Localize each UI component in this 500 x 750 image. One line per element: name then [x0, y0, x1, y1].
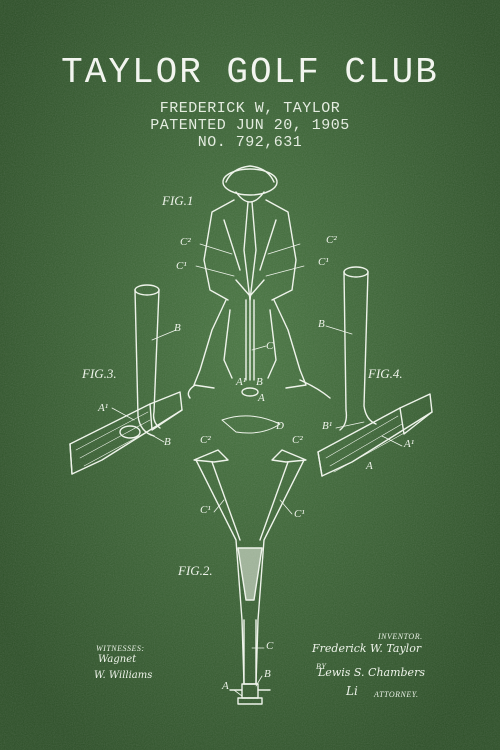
inventor-line: FREDERICK W, TAYLOR — [159, 100, 341, 117]
part-label-b-fig1: B — [256, 376, 263, 388]
part-label-c1-right: C¹ — [318, 256, 329, 268]
poster-title: TAYLOR GOLF CLUB — [61, 52, 439, 93]
part-label-c2-right: C² — [326, 234, 337, 246]
witness-signature-2: W. Williams — [94, 670, 153, 681]
part-label-a-fig4: A — [366, 460, 373, 472]
leader-lines — [111, 243, 403, 697]
inventor-label: INVENTOR. — [378, 632, 423, 641]
part-label-b1-fig4: B¹ — [322, 420, 333, 432]
fig2-label: FIG.2. — [178, 563, 213, 578]
part-label-a-fig1: A — [258, 392, 265, 404]
inventor-signature: Frederick W. Taylor — [312, 642, 422, 655]
attorney-label: ATTORNEY. — [374, 690, 419, 699]
part-label-b-fig3: B — [174, 322, 181, 334]
fig2-yclub-drawing — [193, 449, 307, 705]
fig1-golfer-drawing — [187, 165, 331, 434]
witnesses-label: WITNESSES: — [96, 644, 145, 653]
by-label: BY — [316, 662, 327, 671]
witness-signature-1: Wagnet — [98, 654, 137, 665]
part-label-c2-fig2-right: C² — [292, 434, 303, 446]
part-label-c-fig1: C — [266, 340, 274, 352]
part-label-a1-fig4: A¹ — [404, 438, 415, 450]
part-label-c2-left: C² — [180, 236, 191, 248]
part-label-b-fig2: B — [264, 668, 271, 680]
attorney-signature: Lewis S. Chambers — [318, 666, 425, 679]
fig4-label: FIG.4. — [368, 366, 403, 381]
part-label-a1-fig1: A¹ — [236, 376, 247, 388]
fig1-label: FIG.1 — [162, 193, 194, 208]
part-label-c1-left: C¹ — [176, 260, 187, 272]
fig3-club-drawing — [69, 284, 183, 475]
part-label-c-fig2: C — [266, 640, 274, 652]
part-label-b-fig3-toe: B — [164, 436, 171, 448]
part-label-b-fig4: B — [318, 318, 325, 330]
attorney-initials: Li — [346, 684, 358, 698]
part-label-c1-fig2-right: C¹ — [294, 508, 305, 520]
part-label-a1-fig3: A¹ — [98, 402, 109, 414]
patent-number-line: NO. 792,631 — [197, 134, 303, 151]
part-label-d: D — [276, 420, 284, 432]
part-label-a-fig2: A — [222, 680, 229, 692]
part-label-c1-fig2-left: C¹ — [200, 504, 211, 516]
fig3-label: FIG.3. — [82, 366, 117, 381]
part-label-c2-fig2-left: C² — [200, 434, 211, 446]
patent-date-line: PATENTED JUN 20, 1905 — [150, 117, 350, 134]
fig4-club-drawing — [317, 266, 433, 477]
